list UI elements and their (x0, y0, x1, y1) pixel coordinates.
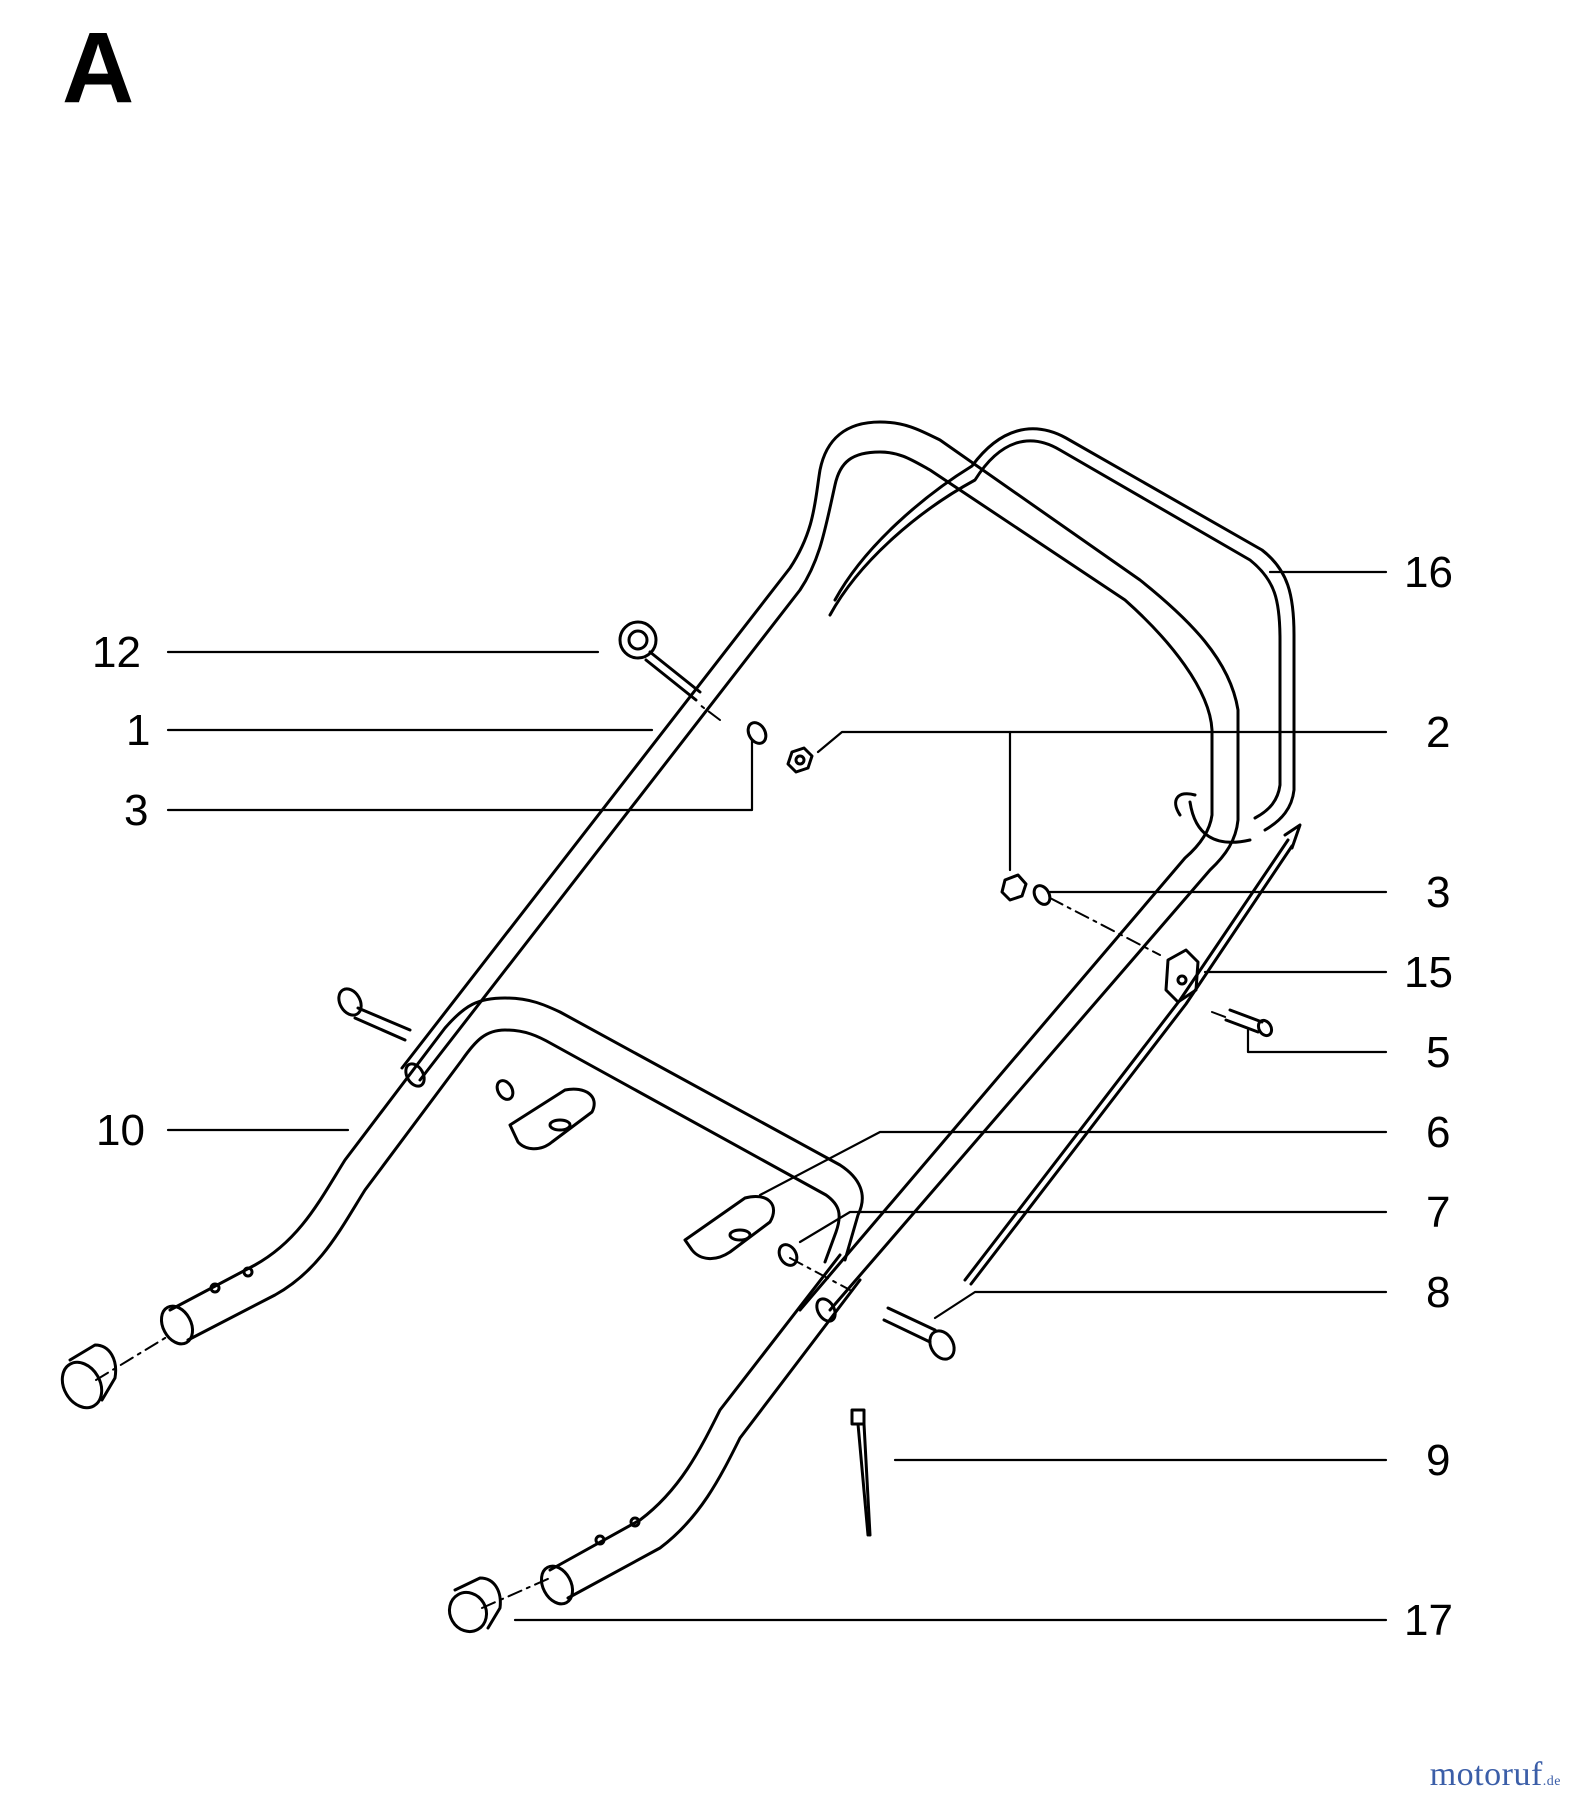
callout-16: 16 (1404, 548, 1453, 597)
callout-15: 15 (1404, 948, 1453, 997)
washer-left-lower (495, 1079, 515, 1101)
bolt-small (1224, 1008, 1274, 1038)
end-cap-left (60, 1343, 118, 1410)
washer-right (1032, 884, 1052, 906)
cable-tie (850, 1408, 872, 1537)
knob-left (508, 1087, 596, 1151)
assembly-axis-lines (95, 704, 1229, 1609)
callout-1: 1 (126, 706, 150, 755)
end-cap-right (447, 1576, 502, 1634)
callout-7: 7 (1426, 1188, 1450, 1237)
lower-handle-bar (159, 996, 864, 1606)
bolt-right (882, 1306, 956, 1361)
section-letter: A (62, 12, 135, 124)
nut-right (1000, 873, 1028, 902)
control-bail (828, 427, 1296, 844)
washer-right-lower (777, 1243, 799, 1267)
leader-lines (166, 570, 1388, 1622)
callout-12: 12 (92, 628, 141, 677)
watermark-logo: motoruf.de (1430, 1758, 1561, 1792)
nut-upper (786, 746, 814, 774)
callout-17: 17 (1404, 1596, 1453, 1645)
callout-3-right: 3 (1426, 868, 1450, 917)
callout-8: 8 (1426, 1268, 1450, 1317)
callout-3-left: 3 (124, 786, 148, 835)
bolt-left (337, 987, 412, 1042)
callout-6: 6 (1426, 1108, 1450, 1157)
watermark-main: motoruf (1429, 1756, 1543, 1793)
watermark-tld: .de (1542, 1774, 1561, 1789)
throttle-cable (963, 823, 1302, 1286)
upper-handle-bar (400, 420, 1240, 1312)
callout-5: 5 (1426, 1028, 1450, 1077)
washer-upper (746, 721, 768, 745)
callout-10: 10 (96, 1106, 145, 1155)
callout-2: 2 (1426, 708, 1450, 757)
cable-guide-hook (618, 620, 702, 702)
callout-labels: 16 12 1 2 3 3 15 5 10 6 7 8 9 17 (92, 548, 1453, 1645)
callout-9: 9 (1426, 1436, 1450, 1485)
knob-right (683, 1195, 776, 1260)
